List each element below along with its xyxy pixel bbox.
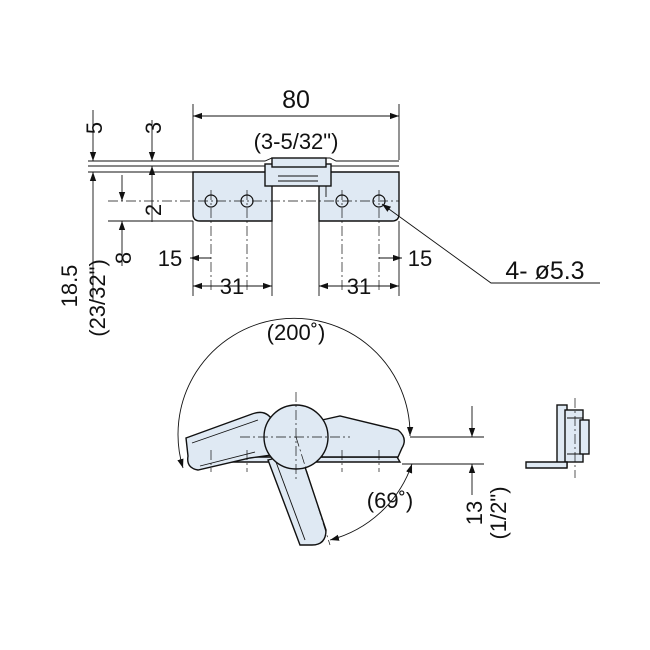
left-mounting-plate: [192, 171, 273, 222]
lever-angle-label: (69˚): [367, 488, 413, 513]
lever-arm: [267, 451, 327, 546]
top-offset-label: 5: [82, 122, 107, 134]
top-view: [108, 157, 400, 290]
front-view: (200˚) (69˚) 13 (1/2"): [177, 317, 511, 546]
side-height-label: 13: [462, 501, 487, 525]
left-spacing-label: 31: [220, 274, 244, 299]
right-spacing-label: 31: [347, 274, 371, 299]
rotation-angle-label: (200˚): [267, 320, 326, 345]
overall-width-inch-label: (3-5/32"): [254, 129, 339, 154]
side-view: [525, 398, 590, 478]
side-height-inch-label: (1/2"): [486, 486, 511, 539]
edge-gap-label: 2: [141, 204, 166, 216]
side-base-flange: [525, 461, 568, 469]
right-edge-label: 15: [408, 246, 432, 271]
plate-step-label: 3: [141, 122, 166, 134]
overall-width-label: 80: [282, 86, 310, 114]
height-inch-label: (23/32"): [85, 259, 110, 337]
right-leaf: [321, 415, 405, 458]
left-leaf: [185, 411, 275, 471]
left-edge-label: 15: [158, 246, 182, 271]
top-dimensions: 80 (3-5/32") 5 3 2 8 18.5 (23/32") 15 15: [57, 86, 600, 337]
hole-offset-label: 8: [111, 252, 136, 264]
height-label: 18.5: [57, 265, 82, 308]
hole-callout-label: 4- ø5.3: [505, 257, 584, 285]
